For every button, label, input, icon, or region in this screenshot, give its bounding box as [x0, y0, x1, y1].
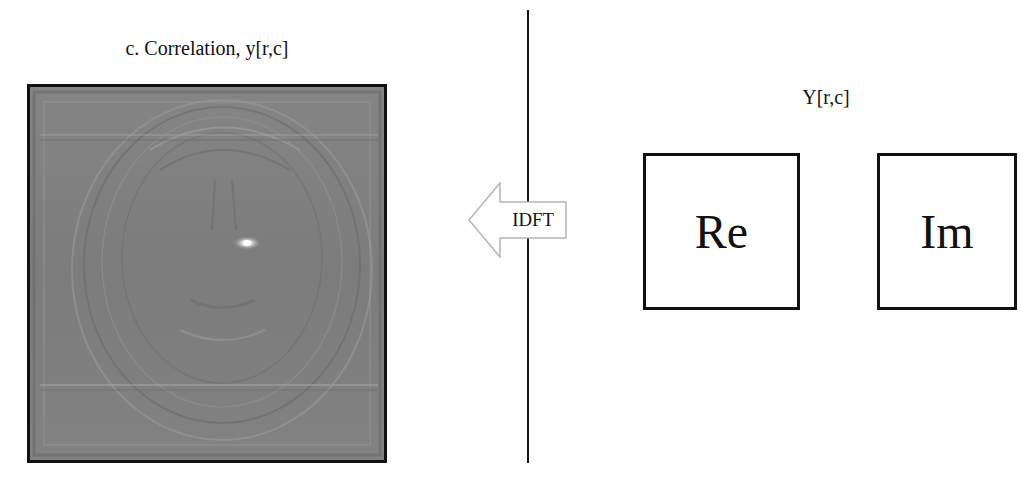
- spectrum-box: Im: [877, 153, 1017, 310]
- box-label: Im: [920, 204, 973, 259]
- box-label: Re: [695, 204, 748, 259]
- arrow-shape: IDFT: [468, 182, 568, 258]
- signal-label: Y[r,c]: [802, 86, 850, 109]
- correlation-image: [28, 85, 386, 462]
- spectrum-box: Re: [643, 153, 800, 310]
- image-frame: c. Correlation, y[r,c]: [27, 84, 387, 463]
- arrow-label: IDFT: [500, 182, 566, 258]
- image-heading: c. Correlation, y[r,c]: [10, 37, 404, 60]
